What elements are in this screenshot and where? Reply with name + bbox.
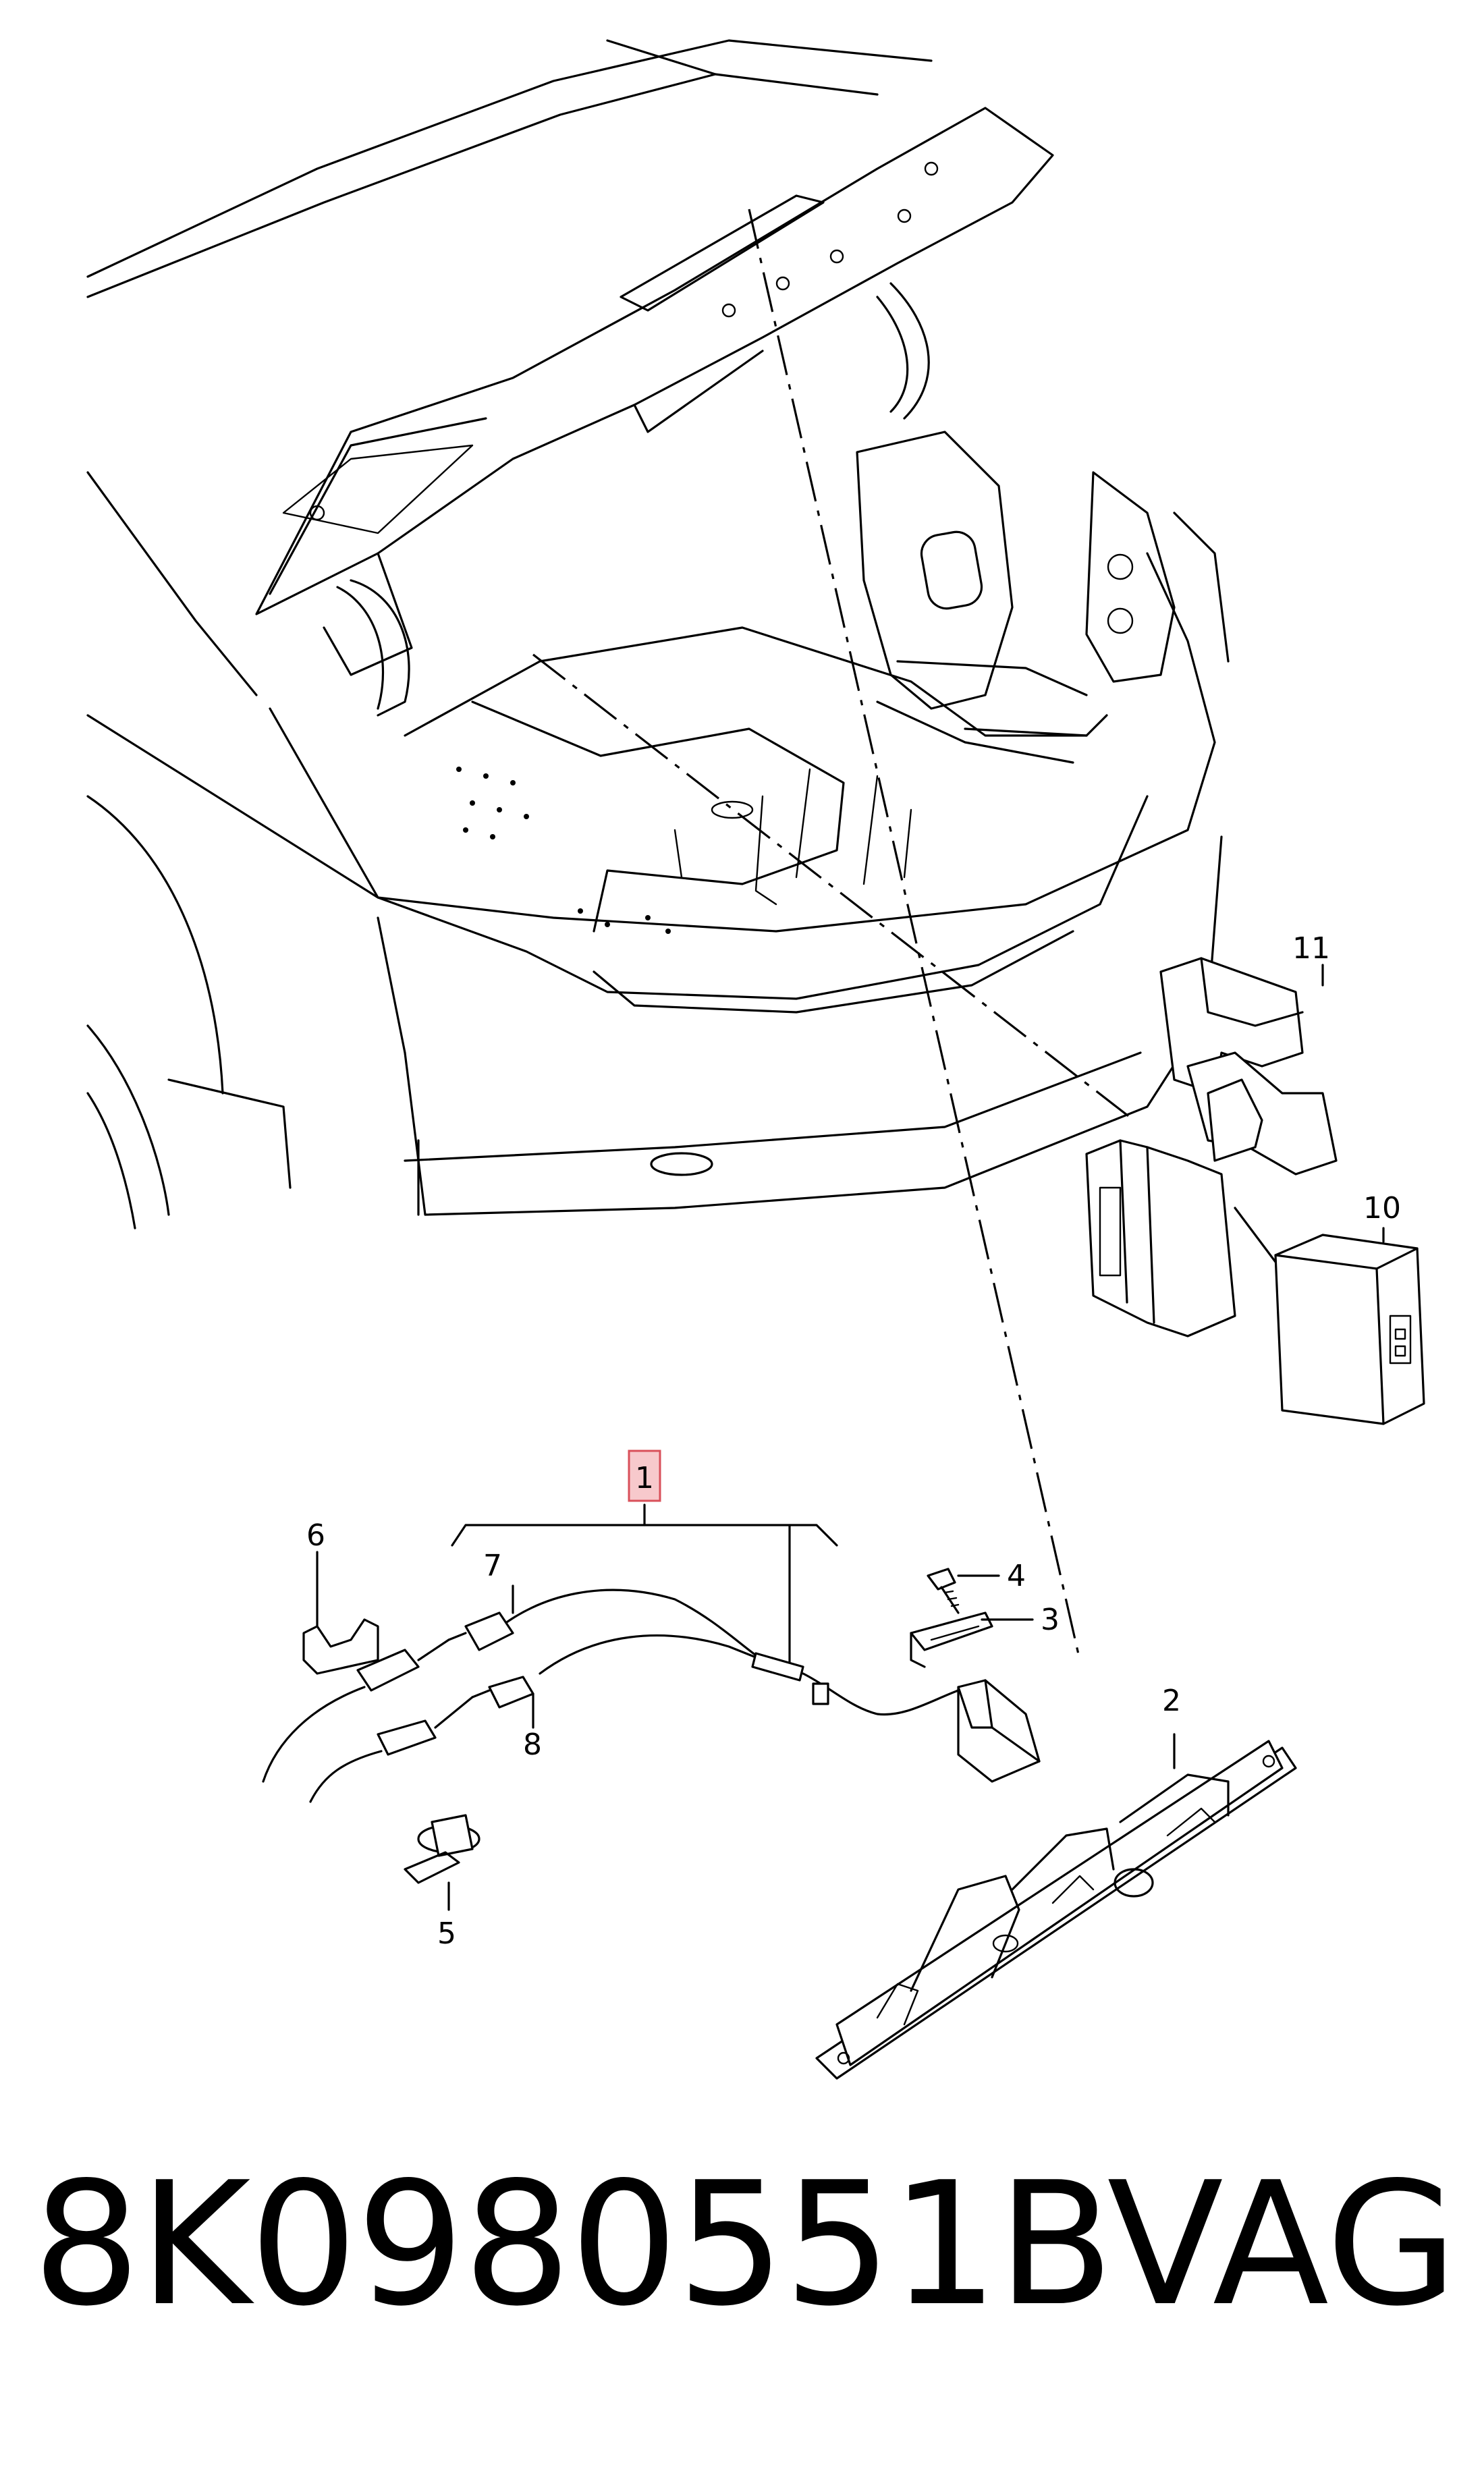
part-4-screw — [927, 1568, 1000, 1614]
callout-2-label[interactable]: 2 — [1162, 1684, 1181, 1718]
callout-11-label[interactable]: 11 — [1292, 931, 1330, 966]
part-3-clip — [910, 1611, 1034, 1668]
part-10-control-module — [1234, 1207, 1425, 1425]
callout-6-label[interactable]: 6 — [306, 1518, 325, 1553]
car-rear-body — [86, 39, 1230, 1661]
callout-10-label[interactable]: 10 — [1363, 1191, 1401, 1225]
floor-rivets — [456, 767, 671, 934]
part-2-camera-handle-bar — [815, 1740, 1297, 2080]
callout-4-label[interactable]: 4 — [1007, 1559, 1026, 1593]
callout-5-label[interactable]: 5 — [437, 1916, 456, 1951]
part-1-camera-harness — [262, 1503, 1041, 1803]
callout-3-label[interactable]: 3 — [1041, 1603, 1060, 1637]
callout-1-label[interactable]: 1 — [635, 1461, 654, 1495]
callout-1-highlight — [628, 1450, 661, 1502]
callout-8-label[interactable]: 8 — [523, 1728, 542, 1762]
part-number: 8K0980551B — [32, 2146, 1114, 2344]
footer: 8K0980551B VAG — [27, 2146, 1458, 2362]
brand-name: VAG — [1107, 2146, 1458, 2344]
callout-7-label[interactable]: 7 — [483, 1549, 502, 1583]
part-5-grommet — [404, 1814, 480, 1911]
callout-leaders — [512, 964, 1385, 1769]
part-6-bracket-clip — [302, 1551, 379, 1675]
part-11-bracket — [1085, 957, 1338, 1337]
